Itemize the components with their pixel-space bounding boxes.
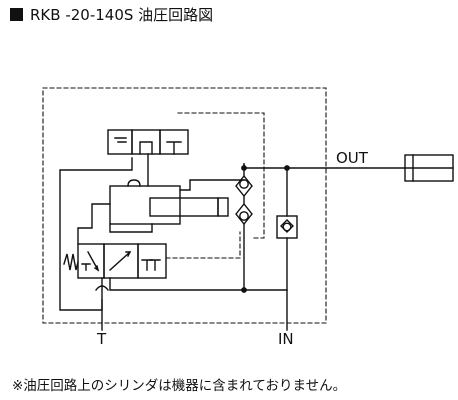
inlet-check-valve [276, 215, 298, 239]
line-crossover [95, 285, 109, 291]
drain-dashed-line [165, 231, 241, 259]
main-valve-link-line [77, 203, 111, 245]
port-label-tank: T [96, 330, 107, 348]
pilot-dashed-line [177, 112, 265, 239]
external-cylinder [404, 154, 454, 182]
main-solenoid-valve [63, 243, 167, 279]
valve-block-boundary [42, 87, 327, 324]
pressure-line-bottom [109, 277, 288, 291]
pilot-cylinder [109, 179, 245, 233]
port-label-inlet: IN [278, 330, 294, 348]
junction-dot [284, 165, 290, 171]
junction-dot [241, 287, 247, 293]
junction-dot [241, 165, 247, 171]
check-valve-lower [235, 195, 253, 226]
tank-return-line [59, 157, 133, 311]
footnote: ※油圧回路上のシリンダは機器に含まれておりません。 [12, 378, 347, 394]
title-square-icon [10, 7, 23, 21]
upper-directional-valve [107, 129, 189, 155]
check-valve-column-line [243, 163, 288, 291]
diagram-title: RKB -20-140S 油圧回路図 [30, 5, 214, 24]
port-label-out: OUT [336, 149, 369, 167]
title-bar: RKB -20-140S 油圧回路図 [10, 4, 213, 24]
